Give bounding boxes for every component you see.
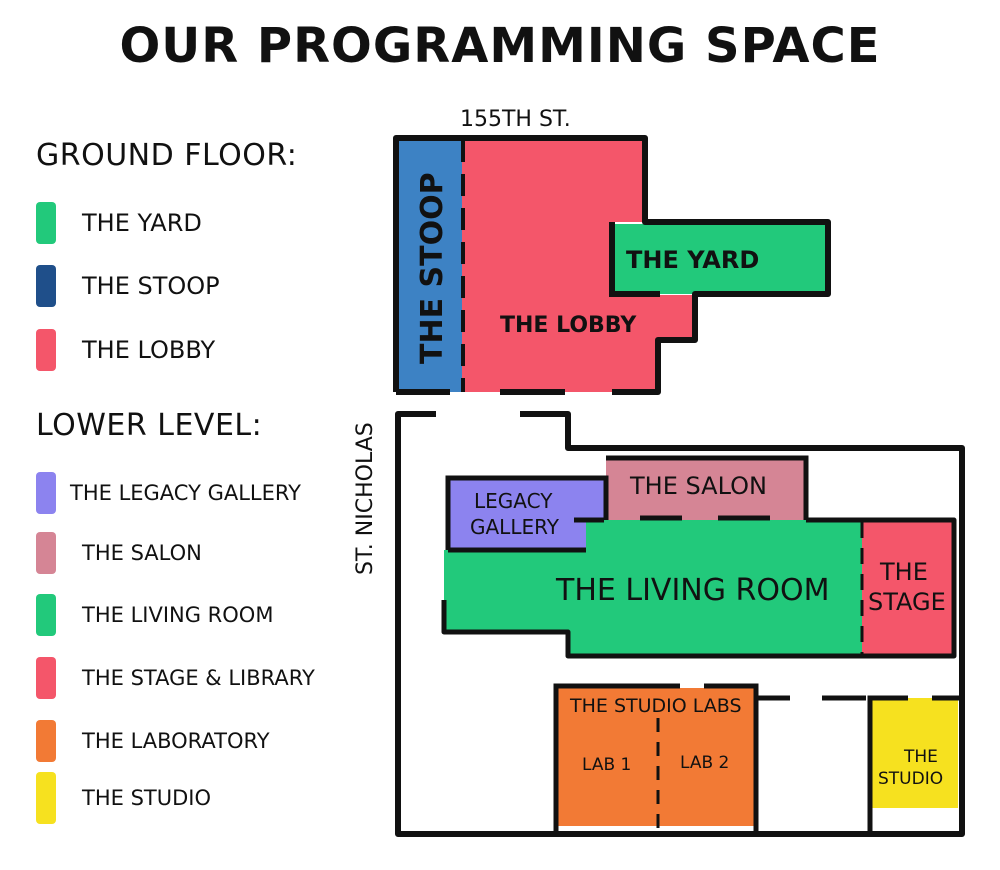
ground-floor-outline <box>393 135 831 395</box>
legend-label: THE YARD <box>82 209 202 237</box>
legend-item-living-room: THE LIVING ROOM <box>36 590 273 640</box>
legend-label: THE STUDIO <box>82 786 211 810</box>
label-salon: THE SALON <box>629 472 767 500</box>
label-living-room: THE LIVING ROOM <box>555 573 830 608</box>
street-label-155th: 155TH ST. <box>460 107 571 132</box>
legend-swatch-lobby <box>36 329 56 371</box>
label-studio-line1: THE <box>903 747 938 767</box>
label-yard: THE YARD <box>626 246 759 274</box>
label-stage-line2: STAGE <box>868 588 946 616</box>
legend-label: THE STOOP <box>82 272 220 300</box>
room-laboratory <box>558 688 754 826</box>
legend-ground-heading: GROUND FLOOR: <box>36 138 298 173</box>
label-stage-line1: THE <box>879 558 928 586</box>
label-lab1: LAB 1 <box>582 755 631 775</box>
room-legacy-gallery <box>448 478 608 550</box>
legend-item-yard: THE YARD <box>36 198 202 248</box>
legend-swatch-laboratory <box>36 720 56 762</box>
studio-labs-outline <box>553 683 759 834</box>
room-yard <box>612 224 828 294</box>
room-studio <box>872 698 958 808</box>
legend-item-studio: THE STUDIO <box>36 772 211 824</box>
room-lobby <box>462 138 695 392</box>
legend-item-salon: THE SALON <box>36 528 202 578</box>
legend-label: THE LIVING ROOM <box>82 603 274 627</box>
legacy-gallery-outline <box>445 475 609 553</box>
legend-swatch-stage-library <box>36 657 56 699</box>
label-lobby: THE LOBBY <box>500 313 637 338</box>
legend-item-stage-library: THE STAGE & LIBRARY <box>36 653 315 703</box>
room-stoop <box>396 138 462 392</box>
living-room-outline <box>441 517 957 659</box>
label-legacy-line2: GALLERY <box>470 515 560 539</box>
legend-item-legacy-gallery: THE LEGACY GALLERY <box>36 468 301 518</box>
legend-item-stoop: THE STOOP <box>36 261 220 311</box>
label-legacy-line1: LEGACY <box>474 489 553 513</box>
label-studio-labs: THE STUDIO LABS <box>569 695 742 717</box>
legend-swatch-legacy-gallery <box>36 472 56 514</box>
room-salon <box>606 458 806 520</box>
label-studio-line2: STUDIO <box>878 769 943 789</box>
legend-swatch-stoop <box>36 265 56 307</box>
lower-level-outline <box>395 411 965 837</box>
legend-swatch-living-room <box>36 594 56 636</box>
legend-label: THE LEGACY GALLERY <box>70 481 301 505</box>
legend-label: THE SALON <box>82 541 202 565</box>
yard-outline <box>609 222 660 297</box>
legend-swatch-yard <box>36 202 56 244</box>
studio-outline <box>867 695 962 834</box>
salon-outline <box>606 455 809 520</box>
legend-item-laboratory: THE LABORATORY <box>36 716 270 766</box>
street-label-st-nicholas: ST. NICHOLAS <box>353 422 378 575</box>
room-stage <box>862 520 954 656</box>
legend-swatch-studio <box>36 772 56 824</box>
room-living-room <box>444 520 862 656</box>
legend-label: THE STAGE & LIBRARY <box>82 666 315 690</box>
legend-lower-heading: LOWER LEVEL: <box>36 408 263 443</box>
legend-item-lobby: THE LOBBY <box>36 325 215 375</box>
page-title: OUR PROGRAMMING SPACE <box>119 18 881 74</box>
legend-label: THE LABORATORY <box>82 729 270 753</box>
legend-label: THE LOBBY <box>82 336 216 364</box>
label-stoop: THE STOOP <box>415 172 450 364</box>
label-lab2: LAB 2 <box>680 753 729 773</box>
legend-swatch-salon <box>36 532 56 574</box>
